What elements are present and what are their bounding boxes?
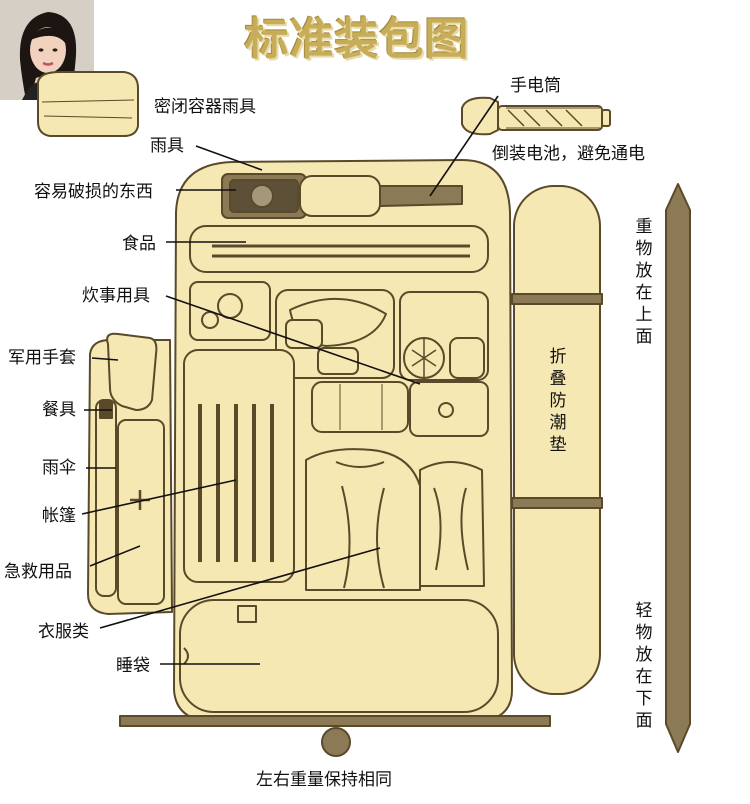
label-fragile: 容易破损的东西 — [34, 182, 153, 202]
label-raingear: 雨具 — [150, 136, 184, 156]
portrait-photo — [0, 0, 94, 100]
weight-arrow-shape — [665, 183, 691, 753]
label-folding-mat: 折叠防潮垫 — [549, 347, 567, 455]
label-light-bottom: 轻物放在下面 — [635, 601, 653, 731]
sleeping-bag-shape — [179, 599, 499, 713]
label-umbrella: 雨伞 — [42, 458, 76, 478]
tableware-shape — [95, 399, 117, 597]
label-sealed-rain: 密闭容器雨具 — [154, 97, 256, 117]
label-firstaid: 急救用品 — [4, 562, 72, 582]
folding-mat-shape — [513, 185, 601, 695]
umbrella-shape — [117, 419, 165, 605]
label-tableware: 餐具 — [42, 400, 76, 420]
gloves-shape — [106, 332, 158, 411]
label-balance: 左右重量保持相同 — [256, 770, 392, 790]
clothes-shape — [305, 448, 421, 591]
sealed-container-shape — [37, 71, 139, 137]
label-flashlight: 手电筒 — [510, 76, 561, 96]
diagram-title: 标准装包图 — [244, 14, 470, 65]
label-food: 食品 — [122, 234, 156, 254]
balance-beam-shape — [119, 715, 551, 727]
label-sleeping-bag: 睡袋 — [116, 656, 150, 676]
tent-shape — [183, 349, 295, 583]
label-tent: 帐篷 — [42, 506, 76, 526]
label-gloves: 军用手套 — [8, 348, 76, 368]
label-heavy-top: 重物放在上面 — [635, 217, 653, 347]
label-clothes: 衣服类 — [38, 622, 89, 642]
label-battery-note: 倒装电池，避免通电 — [492, 144, 645, 164]
bundle-shape — [311, 381, 409, 433]
flashlight-shape — [461, 96, 611, 136]
food-shape — [189, 225, 489, 273]
label-cooking: 炊事用具 — [82, 286, 150, 306]
